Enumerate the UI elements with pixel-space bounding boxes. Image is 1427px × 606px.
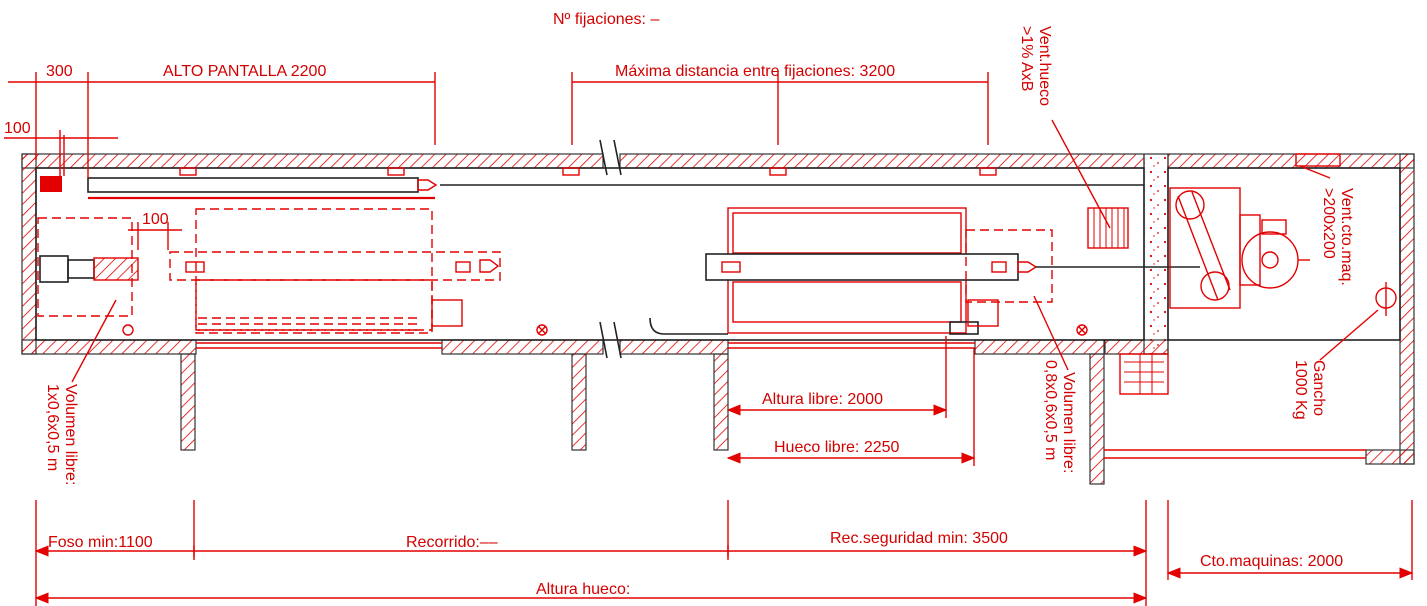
dim-100-mid: [128, 222, 182, 250]
dim-300-label: 300: [46, 63, 73, 80]
vent-hueco-ratio: >1% AxB: [1018, 26, 1035, 91]
shaft-walls: [21, 139, 1415, 485]
hook-icon: [1375, 282, 1397, 316]
hueco-libre-label: Hueco libre: 2250: [774, 439, 900, 456]
altura-libre-label: Altura libre: 2000: [762, 391, 883, 408]
vol-left-leader: [71, 299, 117, 383]
vol-right-size: 0,8x0,6x0,5 m: [1042, 360, 1059, 461]
recorrido-label: Recorrido:––: [406, 534, 498, 551]
vol-left-label: Volumen libre:: [62, 384, 79, 485]
rec-seguridad-label: Rec.seguridad min: 3500: [830, 530, 1008, 547]
altura-hueco-label: Altura hueco:: [536, 581, 630, 598]
foso-label: Foso min:1100: [48, 534, 153, 551]
clear-dims: [726, 336, 976, 466]
landing-door-lines: [196, 342, 975, 349]
cto-maquinas-label: Cto.maquinas: 2000: [1200, 553, 1343, 570]
gancho-capacity: 1000 Kg: [1292, 360, 1309, 420]
guide-rail: [40, 176, 1144, 200]
vent-cto-size: >200x200: [1320, 188, 1337, 259]
shaft-vent-grille: [1087, 207, 1129, 249]
max-fixing-distance-label: Máxima distancia entre fijaciones: 3200: [615, 63, 895, 80]
lift-machine: [1169, 187, 1310, 309]
bottom-dimensions: [34, 500, 1414, 606]
vent-cto-label: Vent.cto.maq.: [1338, 188, 1355, 286]
vol-right-leader: [1033, 295, 1069, 371]
top-dimensions: [4, 72, 989, 178]
vol-left-size: 1x0,6x0,5 m: [44, 384, 61, 471]
shaft-light-icons: [536, 324, 1088, 336]
car-upper: [649, 207, 1200, 335]
gancho-leader: [1319, 309, 1379, 361]
rail-brackets: [179, 167, 997, 176]
car-lower-dashed: [122, 208, 501, 336]
vent-hueco-label: Vent.hueco: [1036, 26, 1053, 106]
pit-buffer: [37, 135, 139, 317]
vent-cto-leader: [1299, 165, 1331, 179]
fixings-count-label: Nº fijaciones: –: [553, 11, 659, 28]
dim-100-mid-label: 100: [142, 211, 169, 228]
vent-hueco-leader: [1051, 119, 1111, 229]
vol-right-label: Volumen libre:: [1060, 372, 1077, 473]
screen-height-label: ALTO PANTALLA 2200: [163, 63, 326, 80]
dim-100-top-label: 100: [4, 120, 31, 137]
gancho-label: Gancho: [1310, 360, 1327, 416]
